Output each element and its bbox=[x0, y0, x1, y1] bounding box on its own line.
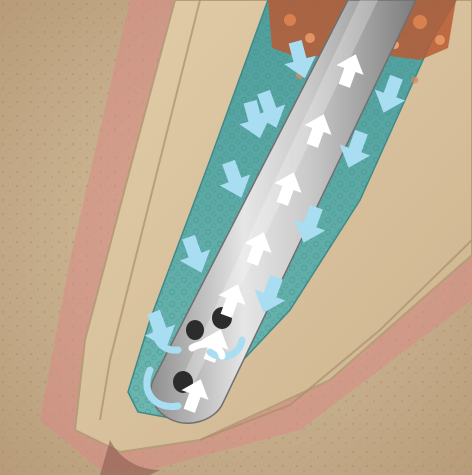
suction-port bbox=[186, 320, 204, 340]
